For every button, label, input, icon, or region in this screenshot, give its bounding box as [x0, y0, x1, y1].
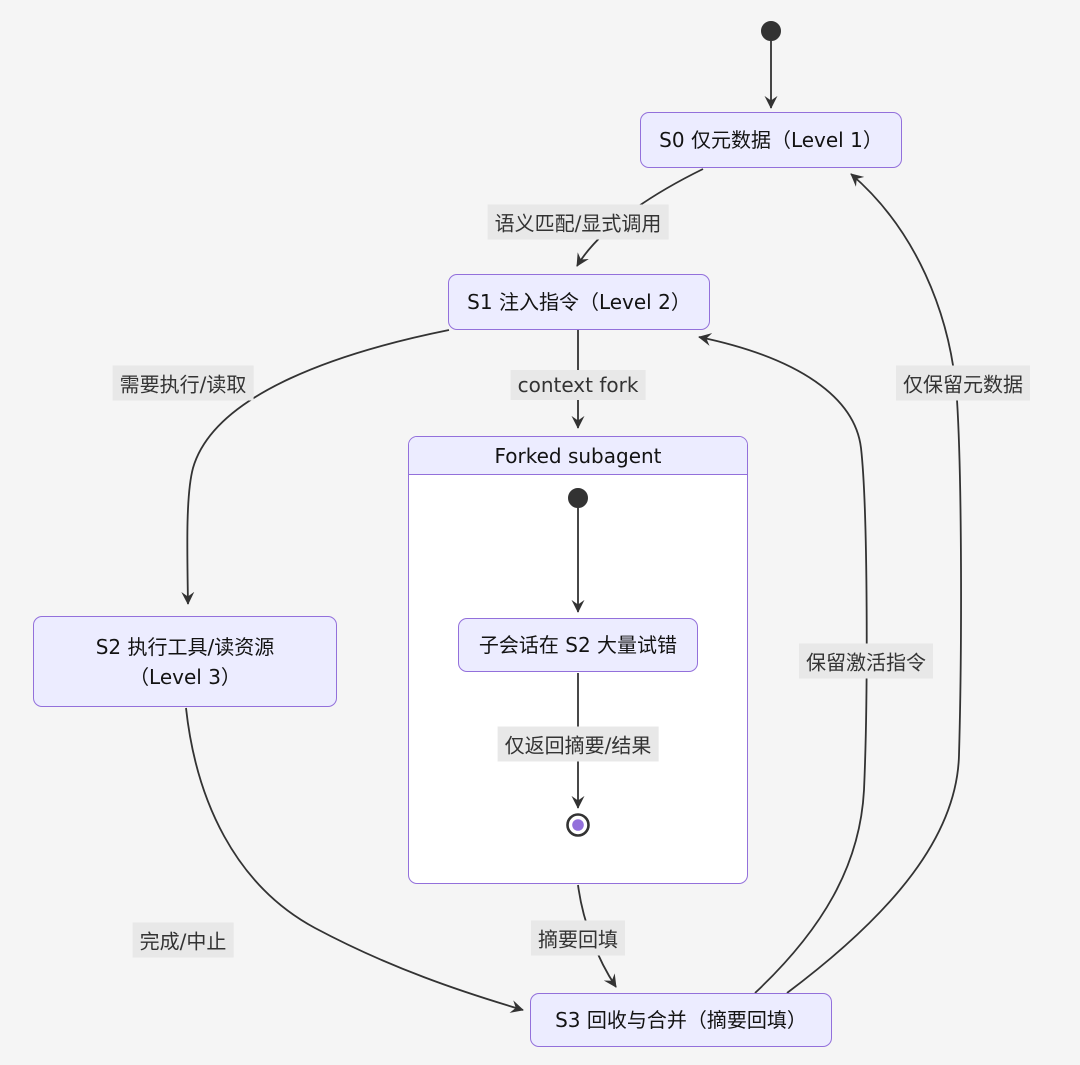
forked-subagent-title: Forked subagent	[494, 443, 662, 468]
fork-end-state-dot	[572, 819, 584, 831]
edge-s1-to-s2	[181, 329, 450, 605]
forked-subagent-header: Forked subagent	[409, 437, 747, 475]
edge-label-s1-to-fork: context fork	[510, 370, 646, 400]
edge-label-fork-to-s3: 摘要回填	[531, 920, 625, 956]
node-s3: S3 回收与合并（摘要回填）	[530, 993, 832, 1047]
edge-label-s0-to-s1: 语义匹配/显式调用	[487, 204, 669, 240]
node-s1-label: S1 注入指令（Level 2）	[467, 290, 691, 314]
node-s0: S0 仅元数据（Level 1）	[640, 112, 902, 168]
node-subsession-label: 子会话在 S2 大量试错	[478, 633, 678, 657]
node-subsession: 子会话在 S2 大量试错	[458, 618, 698, 672]
edge-s3-to-s0	[786, 173, 962, 994]
edge-label-s3-to-s1: 保留激活指令	[799, 643, 933, 679]
fork-start-state-dot	[568, 488, 588, 508]
edge-s3-to-s1	[698, 333, 868, 994]
edge-label-s2-to-s3: 完成/中止	[132, 922, 234, 958]
fork-end-state	[566, 813, 590, 837]
node-s2: S2 执行工具/读资源 （Level 3）	[33, 616, 337, 707]
node-s2-label-line2: （Level 3）	[129, 664, 241, 689]
start-state-dot	[761, 21, 781, 41]
edge-label-s1-to-s2: 需要执行/读取	[112, 365, 254, 401]
node-s0-label: S0 仅元数据（Level 1）	[659, 128, 883, 152]
node-s1: S1 注入指令（Level 2）	[448, 274, 710, 330]
node-s2-label-line1: S2 执行工具/读资源	[95, 634, 275, 659]
edge-s2-to-s3	[185, 707, 524, 1013]
edge-label-inner-to-end: 仅返回摘要/结果	[497, 726, 659, 762]
node-s3-label: S3 回收与合并（摘要回填）	[555, 1008, 807, 1032]
edge-label-s3-to-s0: 仅保留元数据	[896, 365, 1030, 401]
